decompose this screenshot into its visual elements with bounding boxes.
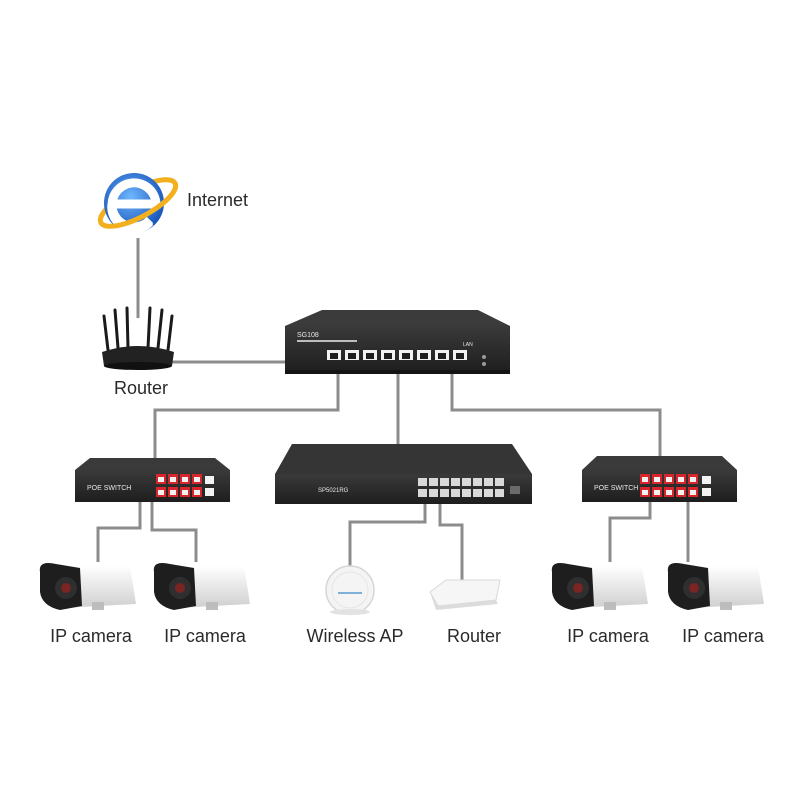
ip-camera-label-2: IP camera bbox=[164, 626, 246, 646]
cables bbox=[96, 238, 690, 585]
bullet-camera-icon bbox=[667, 563, 764, 610]
ip-camera-label-3: IP camera bbox=[567, 626, 649, 646]
flat-router-icon bbox=[429, 579, 501, 610]
wifi-router-icon bbox=[102, 306, 174, 370]
bullet-camera-icon bbox=[39, 563, 136, 610]
left-poe-switch: POE SWITCH bbox=[75, 458, 230, 502]
cable-center-ap bbox=[348, 500, 427, 570]
center-switch: SP5021RG bbox=[275, 444, 532, 504]
bullet-camera-icon bbox=[153, 563, 250, 610]
cable-leftpoe-cam1 bbox=[96, 500, 142, 562]
cable-switch-right-poe bbox=[450, 370, 662, 458]
main-switch-model: SG108 bbox=[297, 332, 319, 339]
ip-camera-label-4: IP camera bbox=[682, 626, 764, 646]
cable-switch-left-poe bbox=[153, 370, 340, 458]
bullet-camera-icon bbox=[551, 563, 648, 610]
cable-leftpoe-cam2 bbox=[150, 500, 198, 562]
cable-rightpoe-cam3 bbox=[608, 500, 652, 562]
bottom-router-label: Router bbox=[446, 626, 502, 646]
right-poe-switch-label: POE SWITCH bbox=[594, 485, 638, 492]
left-poe-switch-label: POE SWITCH bbox=[87, 485, 131, 492]
wireless-ap-label: Wireless AP bbox=[306, 626, 404, 646]
ceiling-access-point-icon bbox=[325, 565, 375, 615]
ip-camera-label-1: IP camera bbox=[50, 626, 132, 646]
right-poe-switch: POE SWITCH bbox=[582, 456, 737, 502]
main-switch: SG108 LAN bbox=[285, 310, 510, 374]
cable-center-router bbox=[438, 500, 464, 585]
top-router-label: Router bbox=[113, 378, 169, 398]
internet-label: Internet bbox=[187, 190, 249, 210]
center-switch-model: SP5021RG bbox=[318, 488, 349, 494]
main-switch-lan: LAN bbox=[463, 342, 473, 348]
internet-explorer-icon bbox=[97, 173, 179, 234]
